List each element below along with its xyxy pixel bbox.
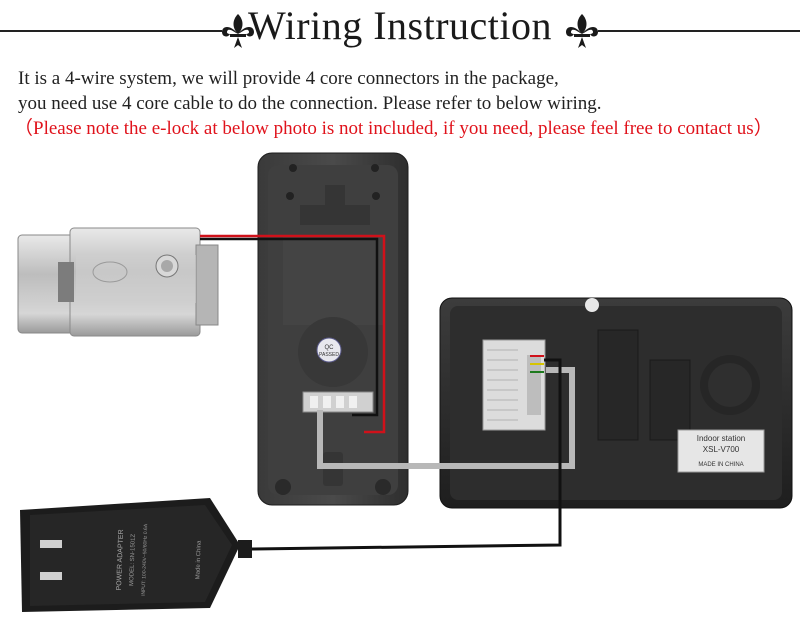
wiring-lines xyxy=(200,234,575,551)
qc-label: QC xyxy=(325,345,335,351)
cable-power xyxy=(251,358,562,551)
power-adapter: POWER ADAPTER MODEL: SN-1501Z INPUT: 100… xyxy=(20,498,252,612)
lock-wire-black xyxy=(200,237,379,417)
adapter-brand-label: POWER ADAPTER xyxy=(116,529,125,590)
header-rule-right xyxy=(598,30,800,32)
adapter-model-label: MODEL: SN-1501Z xyxy=(129,534,137,587)
intro-line-1: It is a 4-wire system, we will provide 4… xyxy=(18,68,559,89)
intro-text: It is a 4-wire system, we will provide 4… xyxy=(14,66,773,141)
intro-note: （Please note the e-lock at below photo i… xyxy=(14,118,773,139)
lock-wire-red xyxy=(200,234,386,434)
fleur-de-lis-icon xyxy=(222,14,254,48)
cable-doorbell-to-monitor xyxy=(317,367,575,469)
adapter-spec-label: INPUT: 100-240V~50/60Hz 0.6A xyxy=(141,523,150,596)
wiring-diagram: QC PASSED Indoor station XSL-V700 MADE I… xyxy=(17,152,793,612)
outdoor-doorbell-unit: QC PASSED xyxy=(257,152,409,506)
passed-label: PASSED xyxy=(319,352,339,358)
page-title: Wiring Instruction xyxy=(248,3,552,48)
header-rule-left xyxy=(0,30,222,32)
fleur-de-lis-icon xyxy=(566,14,598,48)
intro-line-2: you need use 4 core cable to do the conn… xyxy=(18,93,602,114)
monitor-label-line-1: Indoor station xyxy=(697,434,745,443)
adapter-made-label: Made in China xyxy=(195,540,202,580)
electric-lock xyxy=(17,227,219,337)
monitor-label-line-3: MADE IN CHINA xyxy=(698,462,743,468)
indoor-monitor-unit: Indoor station XSL-V700 MADE IN CHINA xyxy=(439,297,793,509)
monitor-label-line-2: XSL-V700 xyxy=(703,445,740,454)
